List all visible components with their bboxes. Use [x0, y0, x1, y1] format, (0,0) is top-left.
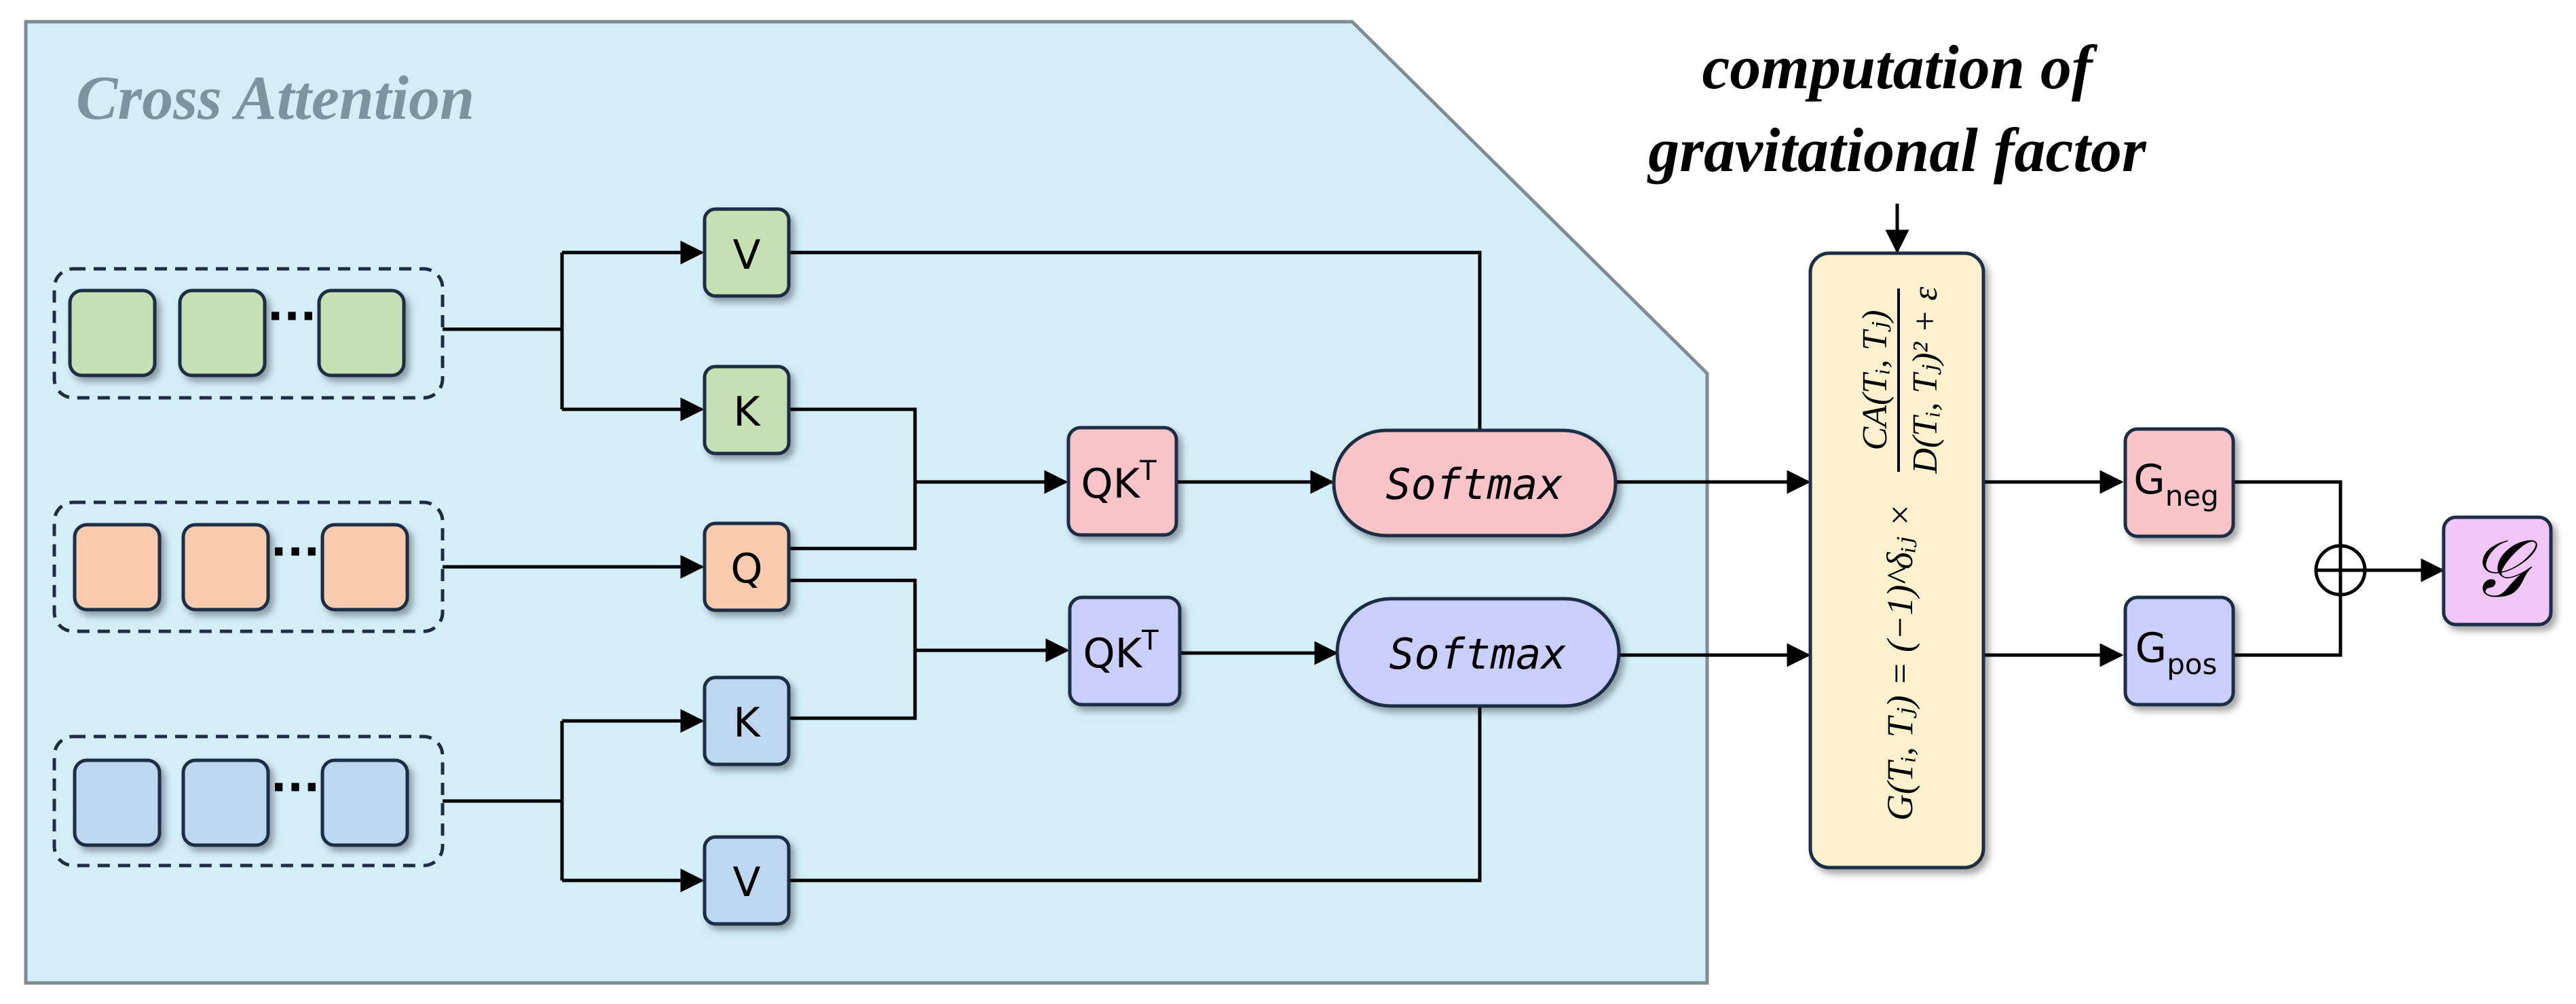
token: [317, 289, 406, 377]
node-k-bottom-label: K: [733, 699, 761, 747]
qk-bottom-sup: T: [1141, 625, 1159, 656]
token-group-green: ···: [52, 267, 445, 400]
formula-lhs: G(Tᵢ, Tⱼ) = (−1)^δᵢⱼ ×: [1880, 503, 1920, 821]
qk-top-sup: T: [1139, 455, 1157, 487]
connector-v-top-to-softmax: [789, 250, 1482, 431]
node-v-bottom-label: V: [732, 859, 760, 906]
token-group-border: [52, 500, 445, 633]
g-neg-base: G: [2133, 456, 2165, 504]
node-v-top-label: V: [732, 231, 760, 279]
node-g-pos: Gpos: [2123, 595, 2235, 707]
formula-caption-line2: gravitational factor: [1647, 115, 2147, 185]
formula-caption-line1: computation of: [1702, 33, 2097, 102]
node-v-bottom: V: [703, 835, 791, 926]
svg-text:Gpos: Gpos: [2135, 625, 2218, 681]
node-q: Q: [703, 521, 791, 612]
node-qk-bottom: QKT: [1068, 595, 1182, 707]
node-q-label: Q: [730, 545, 762, 593]
node-softmax-bottom: Softmax: [1335, 597, 1621, 708]
svg-text:QKT: QKT: [1083, 625, 1159, 677]
token: [320, 523, 409, 612]
token-group-border: [52, 267, 445, 400]
token-ellipsis: ···: [271, 527, 320, 578]
sum-operator: [2314, 544, 2367, 597]
token: [178, 289, 267, 377]
panel-title: Cross Attention: [76, 63, 474, 132]
node-k-bottom: K: [703, 675, 791, 766]
token-group-border: [52, 735, 445, 868]
token-group-blue: ···: [52, 735, 445, 868]
g-pos-sub: pos: [2167, 648, 2217, 681]
svg-text:QKT: QKT: [1081, 455, 1157, 508]
cross-attention-panel: [24, 20, 1709, 985]
token-ellipsis: ···: [271, 763, 320, 813]
formula-box: G(Tᵢ, Tⱼ) = (−1)^δᵢⱼ × CA(Tᵢ, Tⱼ) D(Tᵢ, …: [1808, 251, 1985, 870]
svg-text:Gneg: Gneg: [2133, 456, 2219, 513]
connector-k-top-to-qk: [789, 407, 917, 551]
qk-top-base: QK: [1081, 460, 1140, 508]
softmax-bottom-label: Softmax: [1389, 629, 1566, 679]
node-g-neg: Gneg: [2123, 427, 2235, 538]
node-output: 𝒢: [2442, 515, 2553, 627]
token: [181, 523, 270, 612]
formula-denominator: D(Tᵢ, Tⱼ)² + ε: [1906, 286, 1945, 475]
node-v-top: V: [703, 207, 791, 298]
token: [320, 758, 409, 847]
g-pos-base: G: [2135, 625, 2167, 672]
token: [68, 289, 157, 377]
connector-v-bottom-to-softmax: [789, 706, 1482, 882]
g-neg-sub: neg: [2165, 479, 2219, 513]
softmax-top-label: Softmax: [1385, 460, 1563, 509]
node-qk-top: QKT: [1066, 426, 1178, 537]
node-k-top-label: K: [733, 388, 761, 436]
formula-numerator: CA(Tᵢ, Tⱼ): [1856, 310, 1894, 451]
token-ellipsis: ···: [267, 292, 317, 342]
node-softmax-top: Softmax: [1332, 428, 1618, 538]
token-group-orange: ···: [52, 500, 445, 633]
qk-bottom-base: QK: [1083, 630, 1142, 677]
token: [73, 758, 162, 847]
token: [181, 758, 270, 847]
token: [73, 523, 162, 612]
node-k-top: K: [703, 365, 791, 455]
